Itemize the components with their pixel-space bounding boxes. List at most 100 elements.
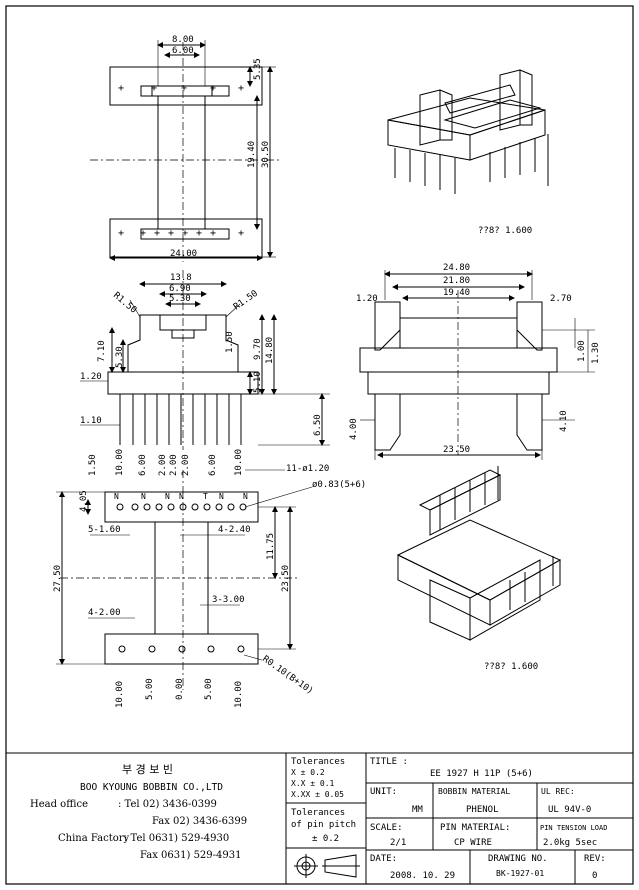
pin-tol-title-1: Tolerances [291, 808, 345, 818]
dim-side-4-10: 4.10 [559, 410, 569, 432]
front-view-dims: 13.8 6.90 5.30 R1.50 R1.50 1.50 7.10 5.3… [80, 273, 323, 436]
pin-material-label: PIN MATERIAL: [440, 823, 510, 833]
dim-bottom-5-00-a: 5.00 [145, 678, 155, 700]
dim-bottom-10-00-right: 10.00 [234, 449, 244, 476]
dim-side-4-00: 4.00 [349, 418, 359, 440]
dim-bottom-11-75: 11.75 [266, 533, 276, 560]
top-view [90, 40, 280, 262]
note-pin-diameter: ø0.83(5+6) [312, 480, 366, 490]
dim-bottom-2-00-b: 2.00 [169, 454, 179, 476]
note-3-300: 3-3.00 [212, 595, 245, 605]
pin-tol-value: ± 0.2 [312, 834, 339, 844]
bottom-view-dims: 1.50 10.00 6.00 2.00 2.00 2.00 6.00 10.0… [53, 449, 366, 708]
dim-front-13-8: 13.8 [170, 273, 192, 283]
pin-tol-title-2: of pin pitch [291, 820, 356, 830]
scale-value: 2/1 [390, 838, 406, 848]
dim-front-1-20: 1.20 [80, 372, 102, 382]
pin-pad [207, 645, 215, 653]
dim-front-1-10: 1.10 [80, 416, 102, 426]
dim-front-14-80: 14.80 [265, 337, 275, 364]
title-block [6, 752, 633, 884]
dim-front-9-70: 9.70 [253, 338, 263, 360]
dim-front-6-90: 6.90 [169, 284, 191, 294]
slot-label: N [141, 492, 146, 501]
note-radius: R0.10(B+10) [260, 654, 315, 696]
top-view-dims: 8.00 6.00 5.35 19.40 30.50 24.00 [170, 35, 271, 259]
dim-top-width-outer: 8.00 [172, 35, 194, 45]
factory-fax: Fax 0631) 529-4931 [140, 850, 241, 861]
svg-text:+: + [118, 228, 124, 239]
pin-pad [155, 503, 163, 511]
bottom-pins [116, 503, 247, 653]
scale-label: SCALE: [370, 823, 403, 833]
pin-pad [215, 503, 223, 511]
dim-side-2-70: 2.70 [550, 294, 572, 304]
dim-bottom-2-00-c: 2.00 [181, 454, 191, 476]
isometric-view-top [387, 69, 549, 194]
dim-bottom-27-50: 27.50 [53, 565, 63, 592]
dim-front-1-50: 1.50 [225, 331, 235, 353]
isometric-view-bottom [396, 466, 562, 641]
title-value: EE 1927 H 11P (5+6) [430, 769, 533, 779]
dim-bottom-10-00-a: 10.00 [115, 681, 125, 708]
note-4-200: 4-2.00 [88, 608, 121, 618]
front-view [80, 270, 330, 450]
title-label: TITLE : [370, 757, 408, 767]
iso-scale-top: ??8? 1.600 [478, 226, 532, 236]
dim-bottom-23-50: 23.50 [281, 565, 291, 592]
dim-top-base: 24.00 [170, 249, 197, 259]
svg-text:+: + [118, 83, 124, 94]
rev-value: 0 [592, 871, 597, 881]
pin-pad [237, 645, 245, 653]
dim-front-5-30: 5.30 [169, 294, 191, 304]
pin-pad [143, 503, 151, 511]
pin-pad [179, 503, 187, 511]
dim-bottom-5-00-b: 5.00 [204, 678, 214, 700]
svg-text:+: + [154, 228, 160, 239]
dim-side-1-00: 1.00 [577, 340, 587, 362]
pin-pad [239, 503, 247, 511]
company-info: 부 경 보 빈 BOO KYOUNG BOBBIN CO.,LTD Head o… [30, 763, 247, 861]
pin-pad [167, 503, 175, 511]
dim-top-core: 19.40 [247, 141, 257, 168]
dim-front-6-50: 6.50 [313, 414, 323, 436]
pin-pad [227, 503, 235, 511]
dim-side-1-30: 1.30 [591, 342, 601, 364]
dim-top-width-inner: 6.00 [172, 46, 194, 56]
date-label: DATE: [370, 854, 397, 864]
ul-value: UL 94V-0 [548, 805, 591, 815]
pin-tension-value: 2.0kg 5sec [543, 838, 597, 848]
note-5-160: 5-1.60 [88, 525, 121, 535]
dim-top-flange-depth: 5.35 [253, 58, 263, 80]
dim-bottom-6-00-left: 6.00 [138, 454, 148, 476]
slot-label: N [179, 492, 184, 501]
pin-pad [148, 645, 156, 653]
slot-label: N [165, 492, 170, 501]
rev-label: REV: [584, 854, 606, 864]
title-fields: TITLE : EE 1927 H 11P (5+6) UNIT: MM BOB… [370, 757, 607, 881]
note-4-240: 4-2.40 [218, 525, 251, 535]
dim-front-7-10: 7.10 [97, 340, 107, 362]
svg-text:+: + [168, 228, 174, 239]
slot-label: N [243, 492, 248, 501]
bobbin-material-label: BOBBIN MATERIAL [438, 787, 510, 796]
dim-bottom-1-50: 1.50 [88, 454, 98, 476]
dim-front-5-30b: 5.30 [115, 346, 125, 368]
dim-side-21-80: 21.80 [443, 276, 470, 286]
dim-side-23-50: 23.50 [443, 445, 470, 455]
pin-pad [191, 503, 199, 511]
svg-text:+: + [182, 228, 188, 239]
tolerances: Tolerances X ± 0.2 X.X ± 0.1 X.XX ± 0.05… [291, 757, 356, 844]
tol-xx: X.X ± 0.1 [291, 779, 335, 788]
svg-text:+: + [238, 83, 244, 94]
tol-x: X ± 0.2 [291, 768, 325, 777]
dim-front-r150-right: R1.50 [232, 289, 260, 313]
dim-front-5-10: 5.10 [253, 371, 263, 393]
svg-text:+: + [196, 228, 202, 239]
bottom-slot-labels: N N N N T N N [114, 492, 248, 501]
dim-bottom-2-00-a: 2.00 [158, 454, 168, 476]
pin-material-value: CP WIRE [454, 838, 492, 848]
head-office-tel: : Tel 02) 3436-0399 [118, 799, 217, 810]
slot-label: N [114, 492, 119, 501]
